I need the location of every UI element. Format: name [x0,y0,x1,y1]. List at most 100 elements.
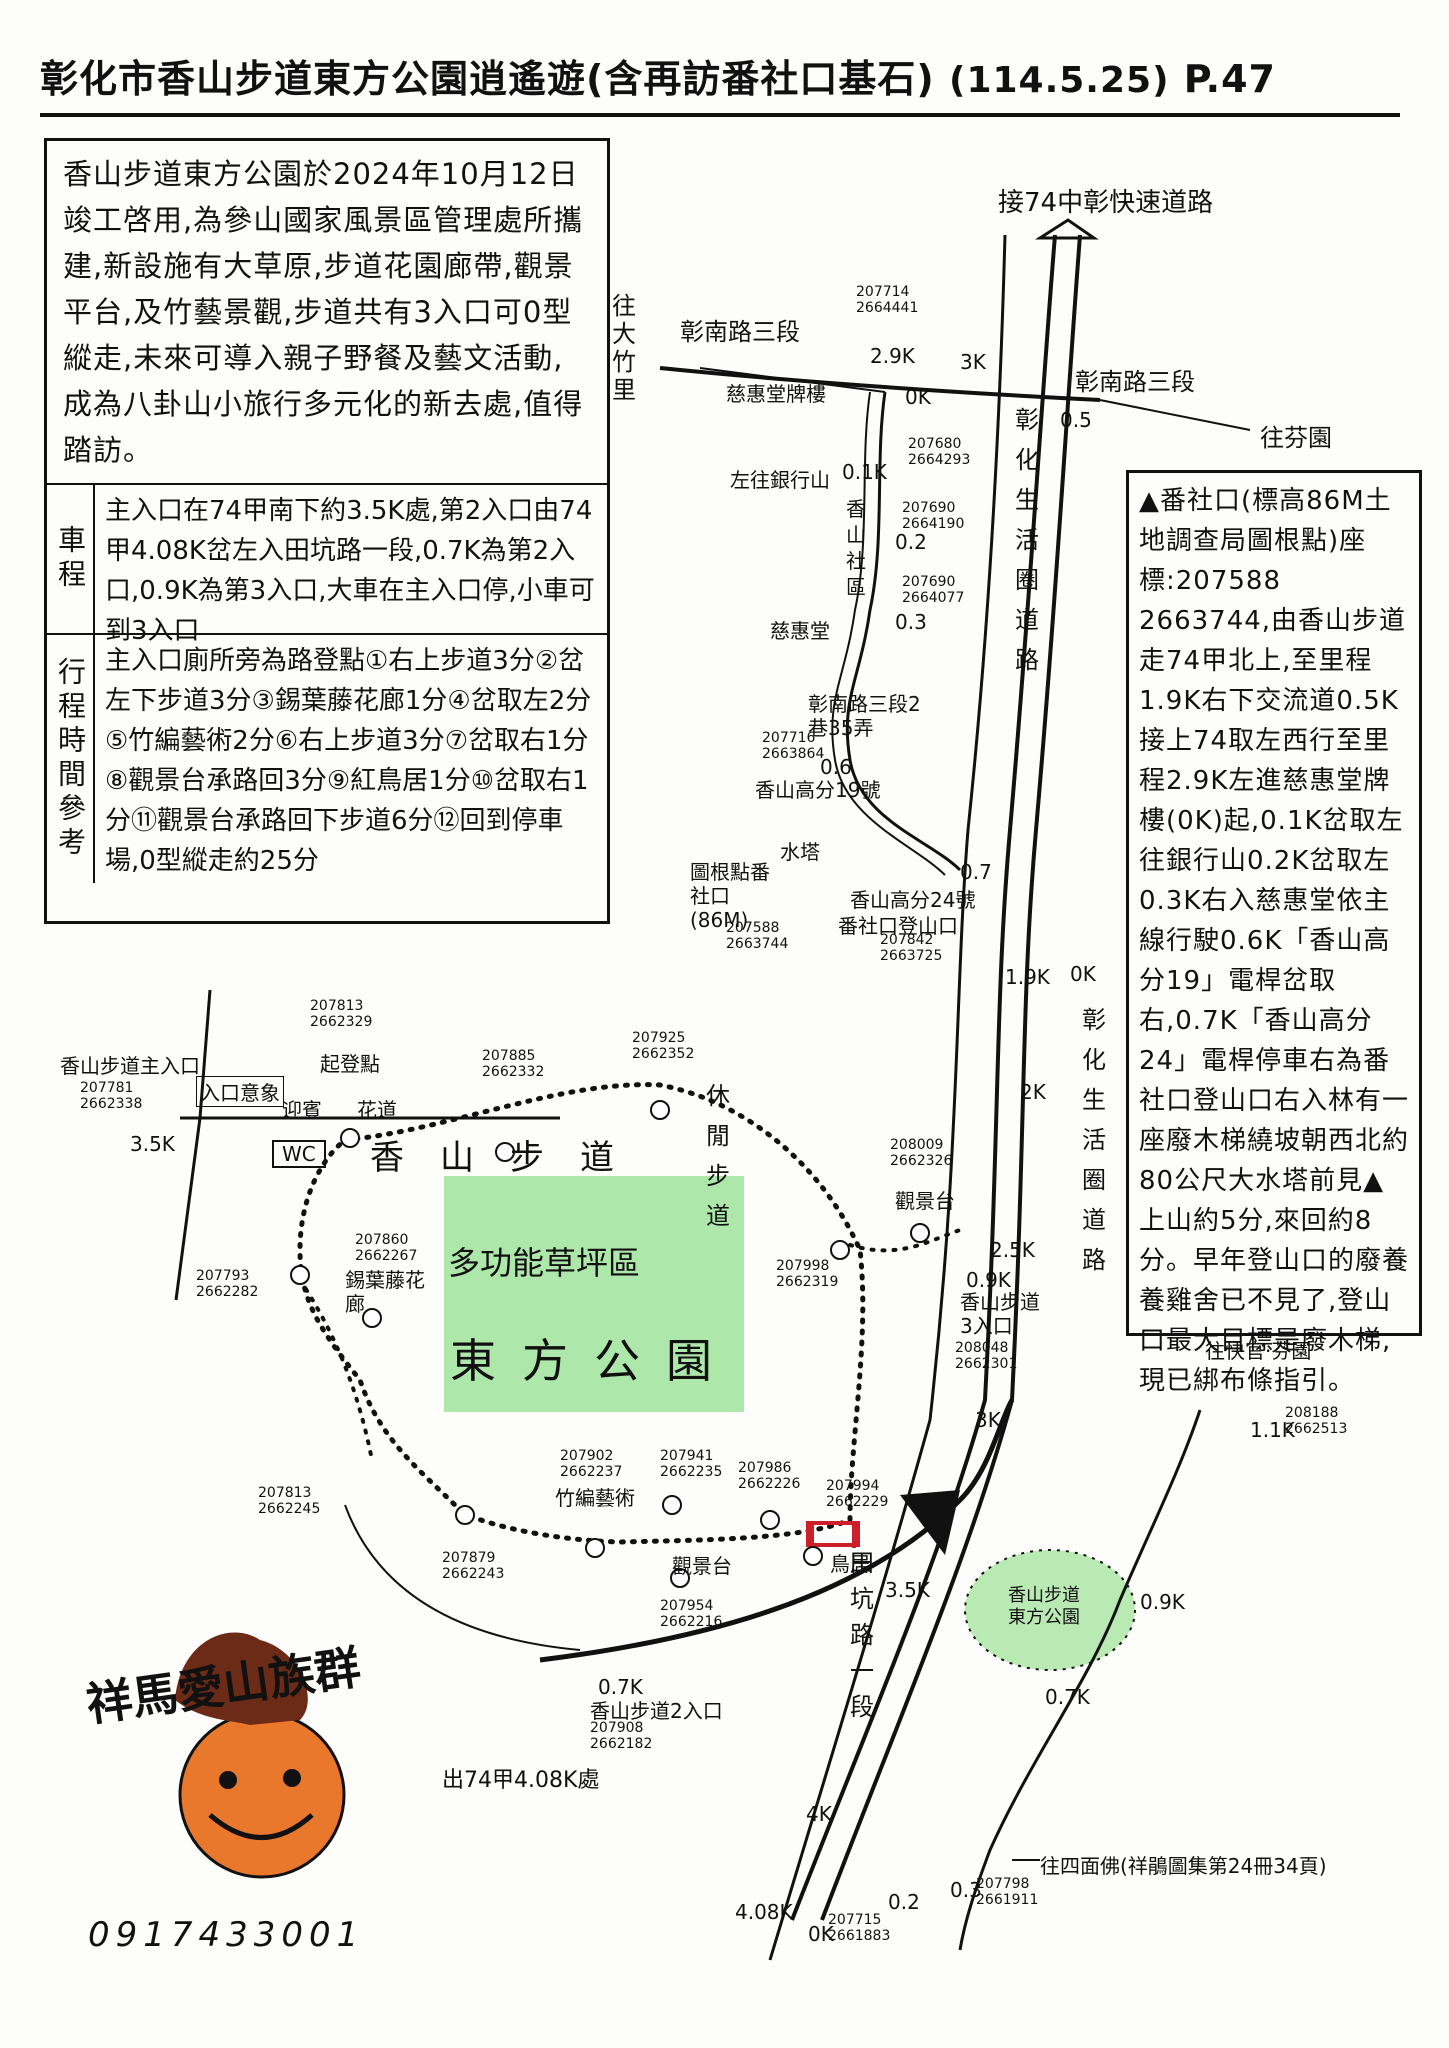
car-row: 車程 主入口在74甲南下約3.5K處,第2入口由74甲4.08K岔左入田坑路一段… [47,483,607,646]
label-to-fenyuan2: 往快官·芬園 [1205,1339,1312,1363]
km-mark: 0.6 [820,755,852,779]
coord: 207860 2662267 [355,1232,418,1264]
coord: 207994 2662229 [826,1478,889,1510]
highway-74 [790,234,1057,1921]
label-park-name: 東方公園 [450,1334,738,1388]
coord: 207879 2662243 [442,1550,505,1582]
km-mark: 4.08K [735,1900,793,1924]
coord: 207954 2662216 [660,1598,723,1630]
label-park-top: 香山步道 [370,1138,650,1178]
label-lawn: 多功能草坪區 [448,1244,641,1282]
coord: 207680 2664293 [908,436,971,468]
coord: 208188 2662513 [1285,1405,1348,1437]
coord: 207715 2661883 [828,1912,891,1944]
waypoint-markers [290,1100,930,1588]
coord: 207813 2662329 [310,998,373,1030]
km-mark: 0.7K [598,1675,643,1699]
coord: 207813 2662245 [258,1485,321,1517]
label-to-fenyuan: 往芬園 [1260,424,1332,452]
coord: 207716 2663864 [762,730,825,762]
coord: 207902 2662237 [560,1448,623,1480]
coord: 208009 2662326 [890,1137,953,1169]
km-mark: 0.5 [1060,408,1092,432]
title-date: (114.5.25) [948,60,1170,101]
label-inset-name: 香山步道東方公園 [1008,1585,1080,1628]
label-wc: WC [272,1140,326,1168]
label-entrance2: 香山步道2入口 [590,1699,723,1723]
label-pole19: 香山高分19號 [755,778,881,802]
community-road [845,391,962,872]
label-road14-right: 彰南路三段 [1075,368,1195,396]
label-exit74: 出74甲4.08K處 [442,1768,600,1793]
coord: 207941 2662235 [660,1448,723,1480]
label-welcome: 迎賓 [282,1098,322,1122]
label-lane: 彰南路三段2巷35弄 [808,692,921,740]
km-mark: 0.9K [1140,1590,1185,1614]
coord: 207842 2663725 [880,932,943,964]
label-parking: 入口意象 [196,1076,284,1107]
km-mark: 0.2 [895,530,927,554]
km-mark: 3.5K [130,1132,175,1156]
km-mark: 2K [1020,1080,1046,1104]
km-mark: 3.5K [885,1578,930,1602]
coord: 207885 2662332 [482,1048,545,1080]
km-mark: 1.1K [1250,1418,1295,1442]
label-entrance3: 香山步道3入口 [960,1290,1040,1338]
benchmark-note-box: ▲番社口(標高86M土地調查局圖根點)座標:207588 2663744,由香山… [1126,470,1422,1396]
tiankeng-road [539,1398,1015,1663]
coord: 207690 2664077 [902,574,965,606]
coord: 207998 2662319 [776,1258,839,1290]
km-mark: 0K [905,385,931,409]
left-road [174,989,212,1301]
label-main-entrance: 香山步道主入口 [60,1054,200,1078]
coord: 207908 2662182 [590,1720,653,1752]
south-ridge [344,1504,581,1651]
label-benchmark: 圖根點番社口(86M) [690,860,770,932]
label-yinxing: 左往銀行山 [730,468,830,492]
label-flower-path: 花道 [357,1098,397,1122]
km-mark: 0.1K [842,460,887,484]
time-text: 主入口廁所旁為路登點①右上步道3分②岔左下步道3分③錫葉藤花廊1分④岔取左2分⑤… [105,646,592,876]
inset-park [964,1549,1136,1671]
km-mark: 0.7K [1045,1685,1090,1709]
road-14 [659,366,1101,402]
page-title: 彰化市香山步道東方公園逍遙遊(含再訪番社口基石) (114.5.25) P.47 [40,48,1400,117]
to-fenyuan-arrow [1099,399,1251,431]
highway-74-edge [820,234,1082,1921]
label-leisure: 休閒步道 [706,1082,730,1230]
park-loop-trail [297,1082,866,1545]
label-life-road: 彰化生活圈道路 [1015,406,1039,674]
life-circle-road [768,234,1007,1961]
arrow-north [1034,218,1099,240]
label-tiankeng: 田坑路一段 [850,1549,874,1721]
coord: 207714 2664441 [856,284,919,316]
label-to-74: 接74中彰快速道路 [998,188,1214,218]
logo-face [178,1711,346,1879]
km-mark: 2.9K [870,344,915,368]
car-label: 車程 [47,485,95,633]
label-gate: 慈惠堂牌樓 [726,382,826,406]
inner-trail [298,1278,374,1462]
community-road-edge [831,391,946,876]
time-label: 行程時間參考 [47,635,95,883]
label-torii: 鳥居 [830,1552,870,1576]
benchmark-note: ▲番社口(標高86M土地調查局圖根點)座標:207588 2663744,由香山… [1139,486,1410,1396]
direction-arrow [900,1490,960,1555]
label-life-road-2: 彰化生活圈道路 [1082,1006,1106,1274]
label-trailhead: 番社口登山口 [838,914,958,938]
km-mark: 0.7 [960,860,992,884]
logo-phone: 0917433001 [88,1915,365,1955]
logo-horse [175,1632,308,1725]
label-road14-left: 彰南路三段 [680,318,800,346]
km-mark: 0.3 [950,1878,982,1902]
label-pole24: 香山高分24號 [850,888,976,912]
label-bamboo: 竹編藝術 [555,1486,635,1510]
km-mark: 0K [1070,962,1096,986]
title-text: 彰化市香山步道東方公園逍遙遊(含再訪番社口基石) [40,57,935,101]
coord: 207793 2662282 [196,1268,259,1300]
km-mark: 4K [806,1802,832,1826]
coord: 207925 2662352 [632,1030,695,1062]
km-mark: 3K [960,350,986,374]
side-trail [848,1228,962,1253]
label-to-datuli: 往大竹里 [612,292,636,404]
